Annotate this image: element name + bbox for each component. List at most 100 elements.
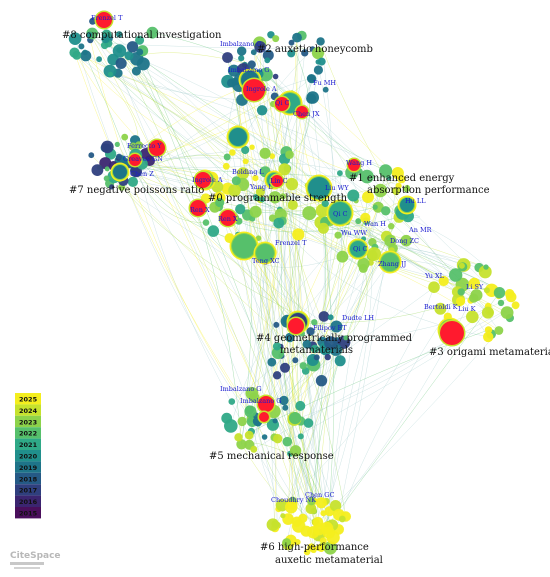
cluster-label-4[interactable]: #4 geometrically programmed (256, 333, 413, 344)
network-node[interactable] (287, 199, 298, 211)
network-node[interactable] (284, 500, 298, 514)
burst-node[interactable] (190, 200, 206, 216)
network-node[interactable] (86, 31, 93, 38)
burst-node[interactable] (440, 321, 464, 345)
author-label[interactable]: An MR (408, 226, 433, 234)
network-node[interactable] (131, 66, 141, 76)
network-node[interactable] (466, 310, 479, 324)
network-node[interactable] (297, 433, 304, 440)
network-node[interactable] (259, 196, 266, 203)
cluster-label-6[interactable]: #6 high-performance (260, 542, 369, 553)
network-node[interactable] (456, 296, 466, 306)
cluster-label-7[interactable]: #7 negative poissons ratio (69, 185, 204, 196)
author-label[interactable]: Qi C (275, 99, 289, 107)
network-node[interactable] (273, 434, 283, 444)
network-node[interactable] (289, 445, 302, 457)
network-node[interactable] (228, 184, 241, 197)
cluster-label-3[interactable]: #3 origami metamaterial (429, 347, 550, 358)
network-node[interactable] (259, 67, 273, 82)
author-label[interactable]: Yu XL (424, 272, 445, 280)
network-node[interactable] (306, 327, 315, 336)
network-node[interactable] (80, 50, 92, 62)
author-label[interactable]: Liu K (458, 305, 476, 313)
network-node-major[interactable] (308, 177, 330, 199)
network-node[interactable] (307, 543, 316, 552)
network-node[interactable] (146, 26, 159, 39)
network-node[interactable] (272, 418, 278, 424)
network-node[interactable] (101, 34, 110, 44)
network-node[interactable] (500, 306, 514, 319)
network-node[interactable] (273, 217, 285, 229)
network-node[interactable] (88, 152, 95, 159)
network-node[interactable] (285, 150, 294, 159)
network-node[interactable] (254, 41, 267, 53)
network-node[interactable] (505, 291, 517, 303)
network-node[interactable] (483, 287, 490, 294)
network-node[interactable] (483, 264, 489, 270)
burst-node[interactable] (243, 79, 265, 101)
burst-node[interactable] (195, 172, 211, 188)
burst-node[interactable] (288, 318, 304, 334)
network-node[interactable] (313, 354, 320, 361)
network-node[interactable] (360, 169, 374, 184)
network-node[interactable] (279, 193, 287, 200)
network-node[interactable] (315, 544, 323, 552)
author-label[interactable]: Wang H (346, 159, 372, 167)
author-label[interactable]: Dudte LH (342, 314, 374, 322)
network-node[interactable] (269, 153, 276, 160)
burst-node[interactable] (149, 140, 165, 156)
network-node[interactable] (434, 302, 447, 315)
network-node[interactable] (388, 223, 395, 230)
network-node[interactable] (338, 515, 346, 523)
network-node[interactable] (116, 47, 123, 53)
network-node[interactable] (273, 321, 280, 328)
network-node[interactable] (69, 47, 80, 58)
network-node[interactable] (306, 93, 317, 104)
network-node[interactable] (115, 57, 127, 69)
network-node[interactable] (311, 319, 318, 326)
network-node[interactable] (255, 187, 265, 197)
burst-node[interactable] (271, 175, 283, 187)
network-node[interactable] (107, 71, 113, 77)
network-node[interactable] (317, 222, 329, 234)
network-node[interactable] (299, 362, 307, 370)
network-node[interactable] (262, 49, 274, 61)
network-node[interactable] (316, 37, 325, 46)
network-node[interactable] (343, 335, 349, 341)
network-node[interactable] (315, 497, 327, 509)
network-node[interactable] (324, 336, 338, 350)
network-node[interactable] (244, 405, 257, 418)
network-node[interactable] (322, 86, 329, 93)
network-node[interactable] (252, 175, 259, 182)
author-label[interactable]: Yang L (249, 183, 273, 191)
network-node[interactable] (484, 326, 493, 334)
network-node[interactable] (307, 497, 316, 506)
author-label[interactable]: Bolding L (232, 168, 264, 176)
network-node[interactable] (124, 51, 134, 61)
author-label[interactable]: Frenzel T (91, 14, 123, 22)
network-node[interactable] (315, 375, 328, 387)
author-label[interactable]: Chen Z (130, 170, 154, 178)
network-node[interactable] (104, 166, 110, 172)
network-node[interactable] (355, 218, 362, 225)
network-node[interactable] (292, 32, 302, 43)
burst-node[interactable] (220, 210, 236, 226)
network-node[interactable] (497, 299, 505, 307)
network-node[interactable] (231, 176, 241, 186)
network-node[interactable] (287, 49, 296, 58)
author-label[interactable]: Hu LL (405, 197, 426, 205)
network-node[interactable] (372, 204, 378, 210)
author-label[interactable]: Ren X (218, 215, 238, 223)
author-label[interactable]: Lin C (270, 177, 288, 185)
author-label[interactable]: Chen GC (305, 491, 334, 499)
author-label[interactable]: Zhang JJ (378, 260, 407, 268)
network-node[interactable] (468, 277, 480, 290)
network-node[interactable] (282, 404, 289, 411)
network-node[interactable] (458, 262, 465, 269)
network-node[interactable] (237, 46, 247, 56)
network-node[interactable] (321, 199, 329, 208)
network-node[interactable] (100, 41, 109, 50)
network-node[interactable] (272, 35, 280, 43)
network-node[interactable] (272, 342, 282, 351)
network-node-major[interactable] (350, 241, 366, 257)
